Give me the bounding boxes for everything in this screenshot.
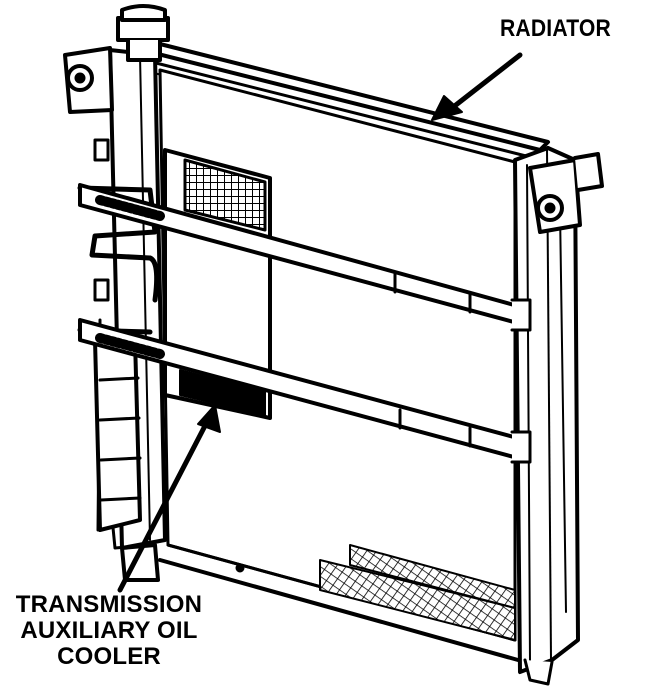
radiator-label: RADIATOR [500,15,611,42]
radiator-filler-cap [116,4,170,62]
oil-cooler-label: TRANSMISSION AUXILIARY OIL COOLER [0,592,218,670]
coolant-reservoir [93,338,142,532]
oil-cooler-label-line2: AUXILIARY OIL [20,616,198,644]
right-mount-bracket [528,152,604,234]
radiator-assembly [63,4,604,686]
radiator-right-tank [513,146,580,686]
upper-mounting-bar [78,183,532,332]
radiator-leader-arrow [431,52,523,121]
oil-cooler-label-line3: COOLER [57,642,161,670]
left-tank-tabs [93,138,110,302]
cooler-leader-arrow [117,404,221,593]
left-mount-bracket [63,46,114,114]
lower-mounting-bar [78,318,532,464]
oil-cooler-label-line1: TRANSMISSION [15,591,203,618]
lower-core-mesh [319,544,516,641]
